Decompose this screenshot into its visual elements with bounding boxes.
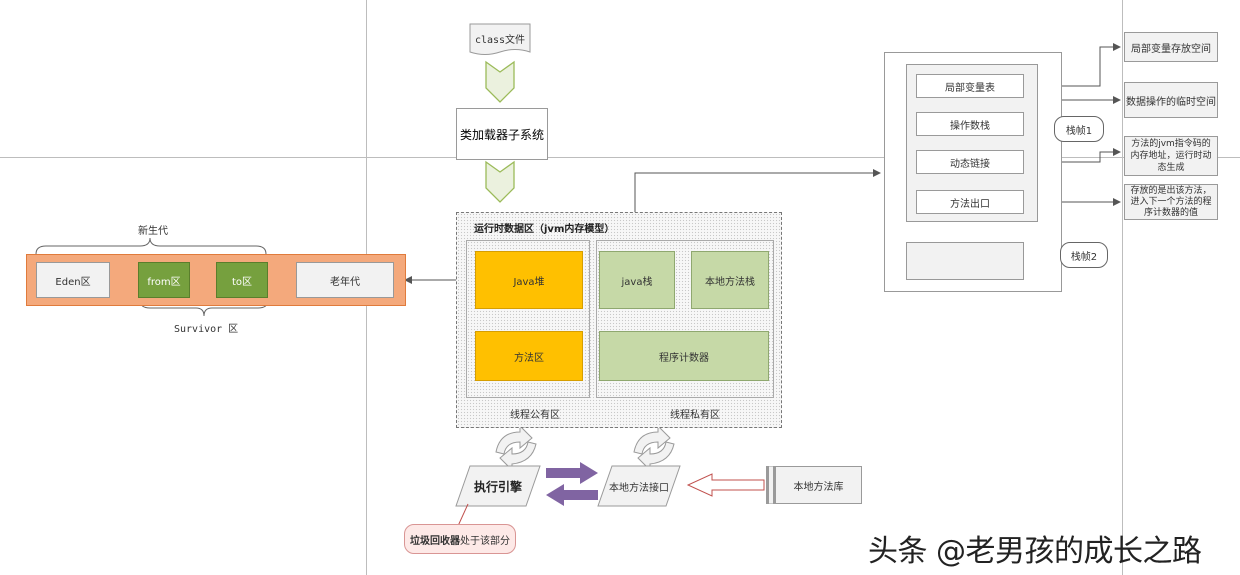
young-gen-brace — [35, 237, 267, 255]
classloader-subsystem: 类加载器子系统 — [456, 108, 548, 160]
eden-space: Eden区 — [36, 262, 110, 298]
return-addr-note: 存放的是出该方法，进入下一个方法的程序计数器的值 — [1124, 184, 1218, 220]
to-space: to区 — [216, 262, 268, 298]
operand-note: 数据操作的临时空间 — [1124, 82, 1218, 118]
runtime-area-title: 运行时数据区（jvm内存模型） — [474, 224, 615, 235]
survivor-label: Survivor 区 — [174, 324, 239, 335]
execution-engine: 执行引擎 — [473, 479, 522, 494]
cycle-arrows-icon — [495, 424, 537, 472]
chevron-down-icon — [485, 60, 515, 103]
method-area: 方法区 — [475, 331, 583, 381]
stack-frame-2 — [906, 242, 1024, 280]
dynamic-linking: 动态链接 — [916, 150, 1024, 174]
grid-line — [1122, 0, 1123, 575]
dynamic-link-note: 方法的jvm指令码的内存地址，运行时动态生成 — [1124, 136, 1218, 176]
class-file-shape — [469, 23, 531, 55]
gc-note-rest: 处于该部分 — [460, 535, 510, 547]
return-address: 方法出口 — [916, 190, 1024, 214]
local-vars-note: 局部变量存放空间 — [1124, 32, 1218, 62]
native-method-library: 本地方法库 — [766, 466, 862, 504]
java-stack: java栈 — [599, 251, 675, 309]
arrow-right-icon — [546, 462, 598, 484]
frame2-callout: 栈帧2 — [1060, 242, 1108, 268]
grid-line — [0, 157, 1240, 158]
gc-note-bold: 垃圾回收器 — [410, 535, 460, 547]
young-gen-label: 新生代 — [138, 226, 168, 237]
gc-note: 垃圾回收器处于该部分 — [404, 524, 516, 554]
arrow-left-icon — [546, 484, 598, 506]
program-counter: 程序计数器 — [599, 331, 769, 381]
local-variables-table: 局部变量表 — [916, 74, 1024, 98]
from-space: from区 — [138, 262, 190, 298]
class-file-label: class文件 — [474, 34, 526, 46]
private-region-label: 线程私有区 — [670, 410, 720, 421]
execution-engine-shape — [455, 465, 541, 507]
native-method-stack: 本地方法栈 — [691, 251, 769, 309]
native-interface-shape — [597, 465, 681, 507]
watermark: 头条 @老男孩的成长之路 — [868, 534, 1202, 569]
java-heap: Java堆 — [475, 251, 583, 309]
chevron-down-icon — [485, 160, 515, 203]
arrow-left-icon — [686, 473, 765, 497]
cycle-arrows-icon — [633, 424, 675, 472]
operand-stack: 操作数栈 — [916, 112, 1024, 136]
frame1-callout: 栈帧1 — [1054, 116, 1104, 142]
old-generation: 老年代 — [296, 262, 394, 298]
shared-region-label: 线程公有区 — [510, 410, 560, 421]
survivor-brace — [139, 299, 269, 317]
native-method-interface: 本地方法接口 — [609, 482, 669, 494]
